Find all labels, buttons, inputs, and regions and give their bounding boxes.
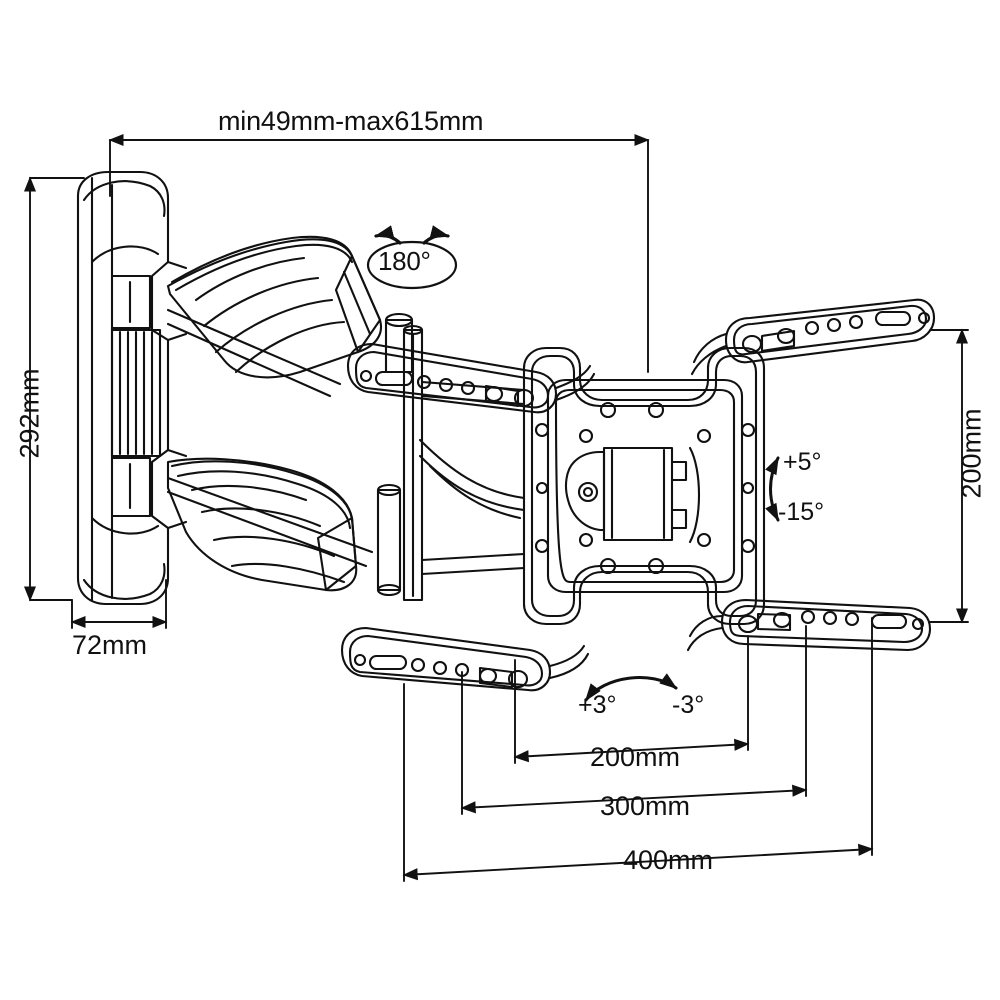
dimension-label-vesa-inner: 200mm	[590, 742, 681, 772]
frame-connectors	[418, 380, 526, 576]
angle-label-tilt-down: -15°	[778, 498, 825, 526]
dimension-label-vesa-outer: 400mm	[623, 845, 714, 875]
wall-plate	[76, 170, 188, 606]
angle-label-tilt-up: +5°	[783, 448, 822, 476]
dimension-lines	[23, 133, 969, 882]
angle-label-level-right: -3°	[672, 691, 705, 719]
level-arrow-icon	[584, 673, 678, 702]
bracket-rail-upper-left	[346, 342, 596, 414]
rotation-180-icon	[366, 225, 458, 290]
dimension-label-height: 292mm	[14, 368, 45, 459]
vesa-plate	[522, 346, 766, 626]
bracket-rail-lower-left	[340, 626, 590, 692]
dimension-label-wall-plate-width: 72mm	[72, 630, 148, 660]
dimension-label-extension: min49mm-max615mm	[218, 106, 484, 136]
vertical-riser	[402, 324, 424, 602]
angle-label-swivel: 180°	[378, 246, 431, 276]
bracket-rail-lower-right	[686, 598, 932, 652]
dimension-label-vesa-mid: 300mm	[600, 791, 691, 821]
upper-arm	[166, 235, 414, 398]
dimension-label-vesa-vertical: 200mm	[956, 408, 987, 499]
bracket-rail-upper-right	[690, 298, 936, 376]
tilt-arrow-icon	[765, 456, 780, 522]
angle-label-level-left: +3°	[578, 691, 617, 719]
lower-arm	[166, 457, 402, 597]
